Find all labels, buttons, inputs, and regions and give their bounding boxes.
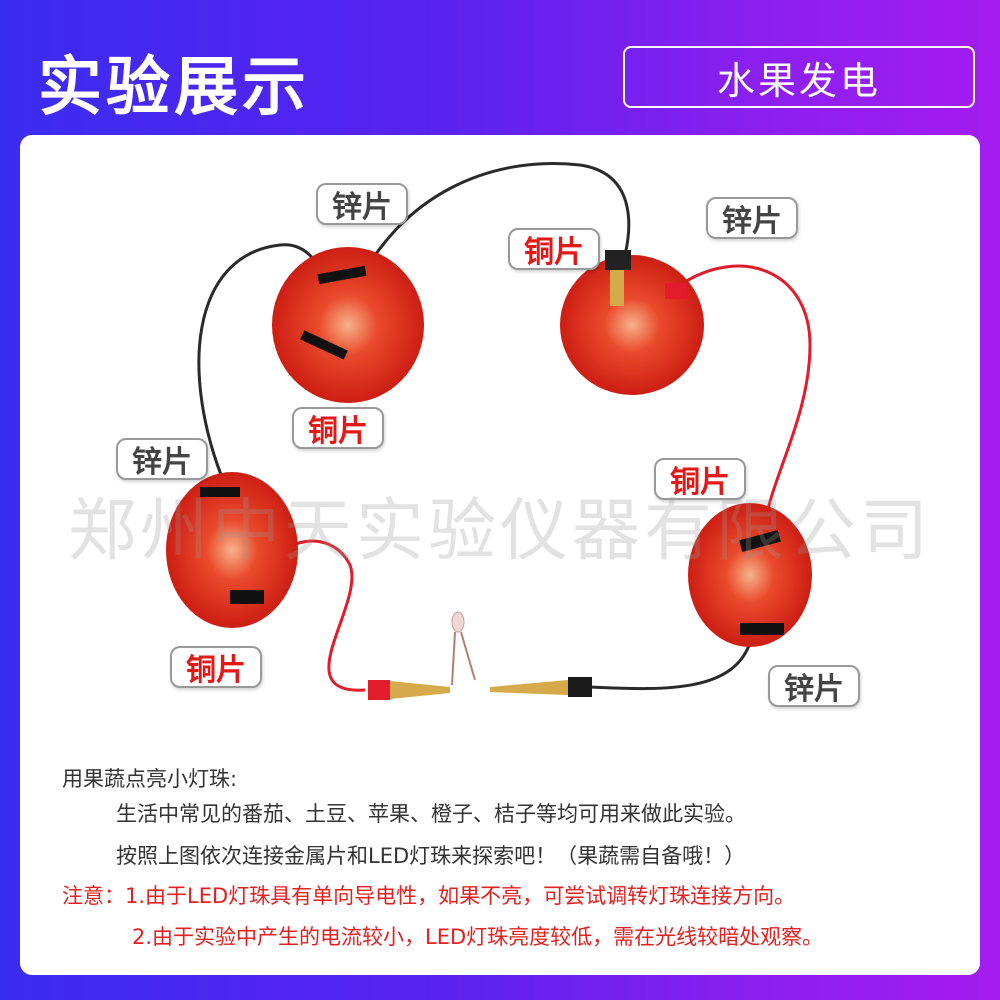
label-copper-1: 铜片 bbox=[508, 228, 600, 270]
tomato-4 bbox=[688, 503, 812, 647]
tomato-1 bbox=[272, 247, 424, 403]
wire-red-1 bbox=[679, 264, 812, 541]
page-title: 实验展示 bbox=[38, 51, 310, 125]
experiment-tag: 水果发电 bbox=[623, 46, 975, 108]
label-zinc-3: 锌片 bbox=[116, 438, 208, 480]
label-zinc-1: 锌片 bbox=[316, 183, 408, 225]
label-copper-3: 铜片 bbox=[654, 458, 746, 500]
tomato-2 bbox=[560, 250, 704, 395]
note-1: 注意：1.由于LED灯珠具有单向导电性，如果不亮，可尝试调转灯珠连接方向。 bbox=[62, 884, 796, 908]
label-zinc-2: 锌片 bbox=[706, 197, 798, 239]
instructions-heading: 用果蔬点亮小灯珠: bbox=[62, 767, 238, 791]
label-copper-4: 铜片 bbox=[170, 646, 262, 688]
circuit-diagram bbox=[166, 162, 812, 700]
instructions-line-1: 生活中常见的番茄、土豆、苹果、橙子、桔子等均可用来做此实验。 bbox=[116, 802, 746, 826]
wire-black-2 bbox=[353, 162, 631, 291]
label-zinc-4: 锌片 bbox=[768, 665, 860, 707]
label-copper-2: 铜片 bbox=[292, 407, 384, 449]
tomato-3 bbox=[166, 472, 298, 628]
experiment-panel: 锌片 铜片 锌片 铜片 锌片 铜片 铜片 锌片 郑州中天实验仪器有限公司 用果蔬… bbox=[20, 135, 980, 975]
note-2: 2.由于实验中产生的电流较小，LED灯珠亮度较低，需在光线较暗处观察。 bbox=[132, 925, 824, 949]
connector-black bbox=[490, 677, 592, 697]
led-bulb bbox=[451, 611, 476, 686]
connector-red bbox=[368, 680, 450, 700]
wire-black-3 bbox=[589, 634, 754, 691]
instructions-line-2: 按照上图依次连接金属片和LED灯珠来探索吧！（果蔬需自备哦！） bbox=[116, 844, 746, 868]
